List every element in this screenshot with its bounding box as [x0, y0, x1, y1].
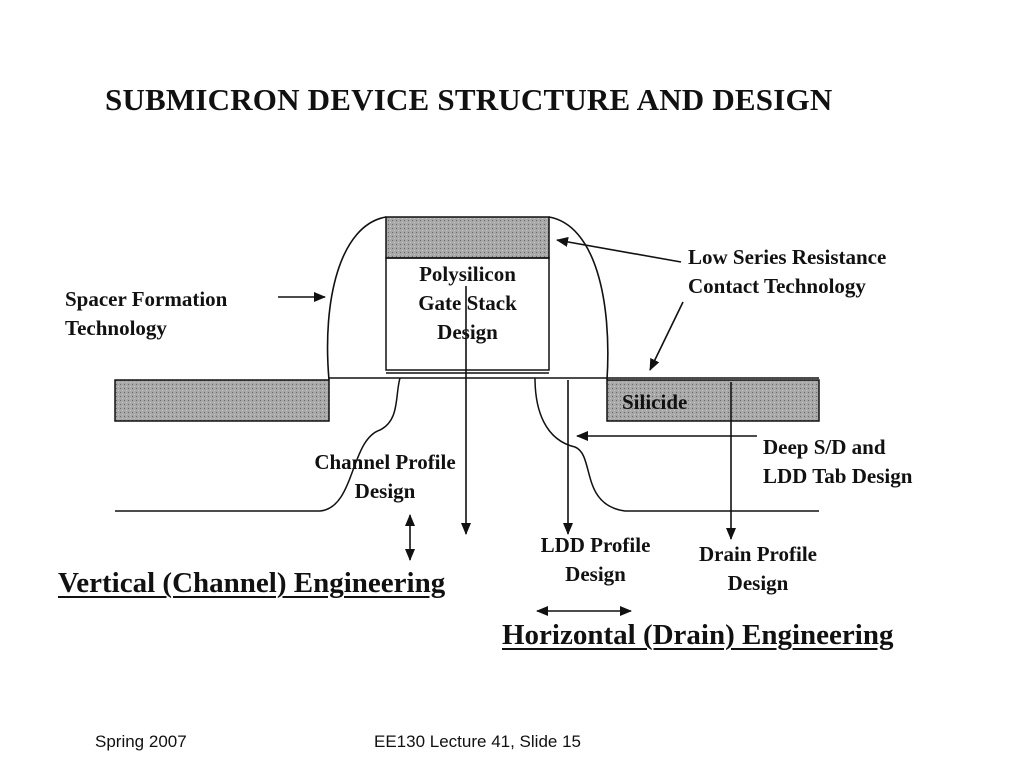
drain-label-line2: Design — [727, 571, 789, 595]
spacer-label-line1: Spacer Formation — [65, 287, 228, 311]
ldd-label-line2: Design — [565, 562, 626, 586]
deep-sd-label: Deep S/D and LDD Tab Design — [763, 433, 912, 491]
channel-profile-label: Channel Profile Design — [300, 448, 470, 506]
polysilicon-gate — [385, 257, 550, 371]
drain-label-line1: Drain Profile — [698, 542, 817, 566]
source-junction-profile — [115, 377, 401, 512]
ldd-label-line1: LDD Profile — [540, 533, 651, 557]
channel-label-line2: Design — [354, 479, 416, 503]
gate-label-line1: Polysilicon — [419, 262, 516, 286]
gate-silicide — [385, 216, 550, 259]
contact-arrow-gate — [556, 236, 682, 263]
spacer-formation-label: Spacer Formation Technology — [65, 285, 227, 343]
source-silicide-region — [114, 379, 330, 422]
vertical-engineering-heading: Vertical (Channel) Engineering — [58, 567, 446, 599]
gate-label-line3: Design — [437, 320, 498, 344]
contact-arrow-silicide — [649, 301, 684, 371]
silicide-label: Silicide — [622, 390, 688, 414]
gate-stack-label: Polysilicon Gate Stack Design — [390, 260, 545, 347]
horizontal-engineering-heading: Horizontal (Drain) Engineering — [502, 619, 894, 651]
channel-label-line1: Channel Profile — [314, 450, 456, 474]
drain-profile-label: Drain Profile Design — [688, 540, 828, 598]
drain-silicide-region — [606, 379, 820, 422]
contact-label-line2: Contact Technology — [688, 274, 866, 298]
deep-label-line2: LDD Tab Design — [763, 464, 913, 488]
contact-label-line1: Low Series Resistance — [688, 245, 887, 269]
spacer-label-line2: Technology — [65, 316, 167, 340]
gate-label-line2: Gate Stack — [418, 291, 517, 315]
right-spacer — [548, 216, 609, 381]
left-spacer — [326, 216, 387, 381]
deep-label-line1: Deep S/D and — [763, 435, 886, 459]
ldd-profile-label: LDD Profile Design — [528, 531, 663, 589]
footer-date: Spring 2007 — [95, 732, 187, 751]
drain-junction-profile — [534, 377, 819, 512]
contact-technology-label: Low Series Resistance Contact Technology — [688, 243, 886, 301]
slide-title: SUBMICRON DEVICE STRUCTURE AND DESIGN — [105, 82, 833, 117]
footer-slide-info: EE130 Lecture 41, Slide 15 — [374, 732, 581, 751]
